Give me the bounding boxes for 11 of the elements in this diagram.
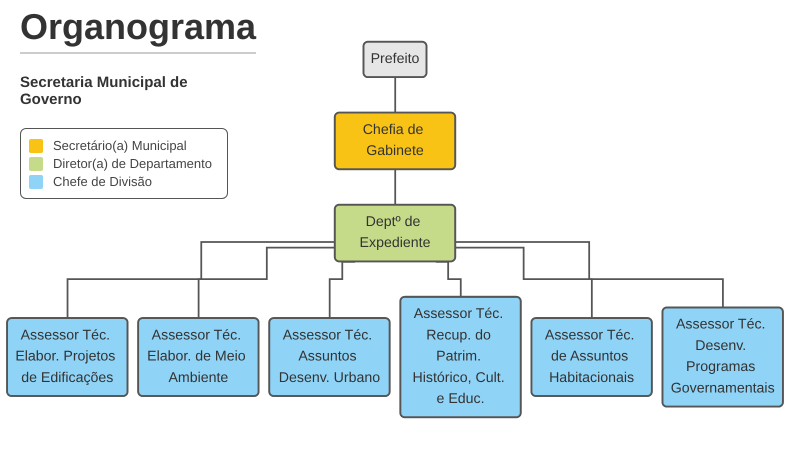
- legend-text: Chefe de Divisão: [53, 174, 152, 189]
- connector: [456, 246, 593, 320]
- legend-text: Secretário(a) Municipal: [53, 138, 187, 153]
- legend-text: Diretor(a) de Departamento: [53, 156, 212, 171]
- connector: [394, 168, 396, 206]
- connector: [456, 241, 724, 309]
- title: Organograma: [20, 6, 256, 54]
- connector: [394, 76, 396, 114]
- connector: [66, 241, 336, 320]
- connector: [198, 246, 336, 320]
- subtitle: Secretaria Municipal de Governo: [20, 74, 189, 108]
